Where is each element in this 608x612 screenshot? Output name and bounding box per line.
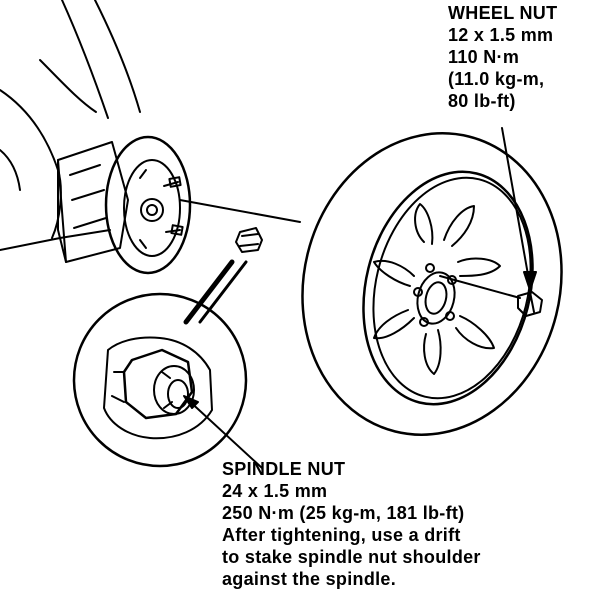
spindle-nut-title: SPINDLE NUT <box>222 459 346 479</box>
stud-line <box>439 275 521 299</box>
spindle-nut-small <box>235 227 263 253</box>
spindle-nut-note-2: to stake spindle nut shoulder <box>222 547 481 567</box>
tire <box>301 132 563 436</box>
spindle-nut-arrow <box>183 395 263 469</box>
wheel-nut-callout: WHEEL NUT 12 x 1.5 mm 110 N·m (11.0 kg-m… <box>448 2 557 112</box>
spindle-nut-callout: SPINDLE NUT 24 x 1.5 mm 250 N·m (25 kg-m… <box>222 458 481 590</box>
hub-knuckle <box>57 135 192 275</box>
magnified-spindle-nut <box>72 292 248 468</box>
spindle-nut-torque: 250 N·m (25 kg-m, 181 lb-ft) <box>222 503 465 523</box>
wheel-nut <box>517 291 543 317</box>
axis-line <box>179 199 301 223</box>
spindle-nut-size: 24 x 1.5 mm <box>222 481 328 501</box>
wheel-rim <box>373 203 501 375</box>
spindle-nut-note-1: After tightening, use a drift <box>222 525 461 545</box>
spindle-nut-note-3: against the spindle. <box>222 569 397 589</box>
wheel-nut-arrow <box>501 127 537 291</box>
suspension-outline <box>0 0 141 251</box>
wheel-nut-torque-lbft: 80 lb-ft) <box>448 91 516 111</box>
wheel-nut-torque-kgm: (11.0 kg-m, <box>448 69 545 89</box>
magnify-leader-left <box>183 259 235 325</box>
wheel-nut-torque: 110 N·m <box>448 47 520 67</box>
magnify-leader-right <box>198 260 248 324</box>
wheel-nut-title: WHEEL NUT <box>448 3 558 23</box>
wheel-nut-size: 12 x 1.5 mm <box>448 25 554 45</box>
